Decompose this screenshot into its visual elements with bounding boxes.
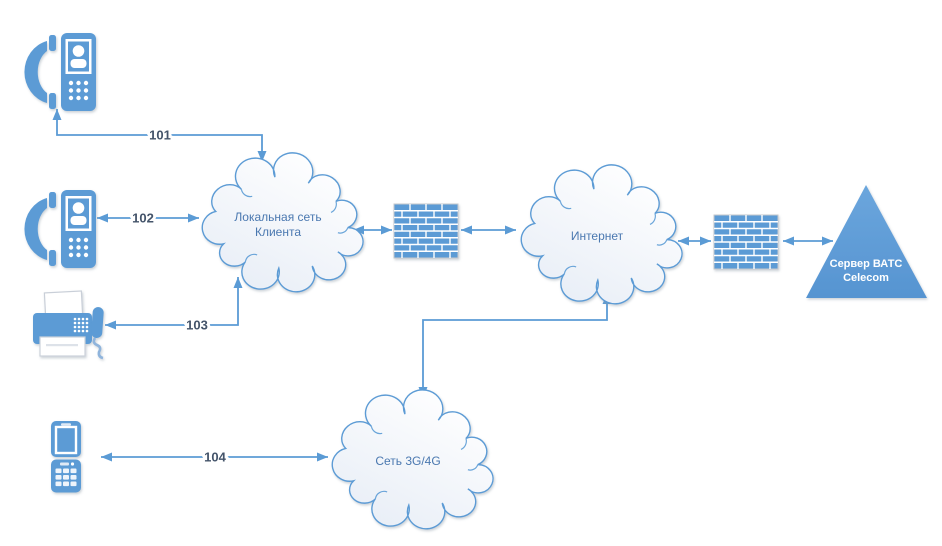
connector-101 bbox=[52, 109, 267, 162]
node-fax-103 bbox=[31, 289, 106, 360]
firewall-icon bbox=[393, 203, 459, 259]
client-lan-label-line1: Локальная сеть bbox=[234, 210, 321, 224]
mobile-network-label: Сеть 3G/4G bbox=[375, 454, 440, 468]
node-desk-phone-102 bbox=[24, 190, 97, 268]
voip-phone-icon bbox=[24, 190, 97, 268]
server-label-line2: Celecom bbox=[843, 272, 889, 284]
connectors bbox=[52, 109, 833, 462]
connector-label-103: 103 bbox=[186, 318, 208, 333]
internet-label: Интернет bbox=[571, 229, 624, 243]
server-label-line1: Сервер ВАТС bbox=[830, 258, 903, 270]
client-lan-label-line2: Клиента bbox=[255, 225, 301, 239]
voip-phone-icon bbox=[24, 33, 97, 111]
connector-103 bbox=[105, 277, 243, 330]
mobile-phone-icon bbox=[49, 419, 83, 494]
connector-label-104: 104 bbox=[204, 450, 226, 465]
node-desk-phone-101 bbox=[24, 33, 97, 111]
server-triangle bbox=[806, 185, 927, 298]
node-server: Сервер ВАТС Celecom bbox=[806, 185, 927, 298]
connector-internet-3g bbox=[418, 293, 612, 398]
firewall-icon bbox=[713, 214, 779, 270]
connector-label-101: 101 bbox=[149, 128, 171, 143]
fax-icon bbox=[31, 289, 106, 360]
node-mobile-104 bbox=[49, 419, 83, 494]
connector-label-102: 102 bbox=[132, 211, 154, 226]
